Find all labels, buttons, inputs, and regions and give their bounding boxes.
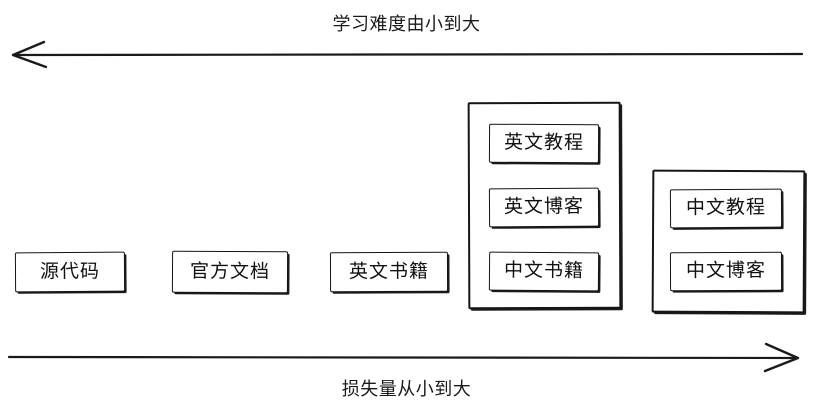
node-label: 中文书籍 (503, 260, 585, 282)
node-label: 英文书籍 (348, 260, 430, 283)
node-chinese-blog[interactable]: 中文博客 (669, 251, 783, 292)
node-chinese-books[interactable]: 中文书籍 (488, 251, 600, 292)
node-label: 源代码 (39, 260, 101, 283)
node-label: 中文博客 (685, 260, 767, 282)
node-label: 官方文档 (189, 260, 271, 283)
node-english-books[interactable]: 英文书籍 (329, 251, 449, 293)
node-official-docs[interactable]: 官方文档 (171, 250, 289, 294)
node-source-code[interactable]: 源代码 (14, 251, 126, 293)
node-label: 英文博客 (503, 196, 585, 218)
node-chinese-tutorial[interactable]: 中文教程 (669, 188, 783, 229)
top-axis-label: 学习难度由小到大 (332, 14, 481, 34)
node-english-blog[interactable]: 英文博客 (488, 187, 600, 228)
node-english-tutorial[interactable]: 英文教程 (488, 123, 600, 164)
node-label: 中文教程 (685, 197, 767, 219)
node-label: 英文教程 (503, 132, 585, 154)
bottom-axis-label: 损失量从小到大 (341, 379, 472, 399)
top-axis-arrow (11, 40, 804, 69)
